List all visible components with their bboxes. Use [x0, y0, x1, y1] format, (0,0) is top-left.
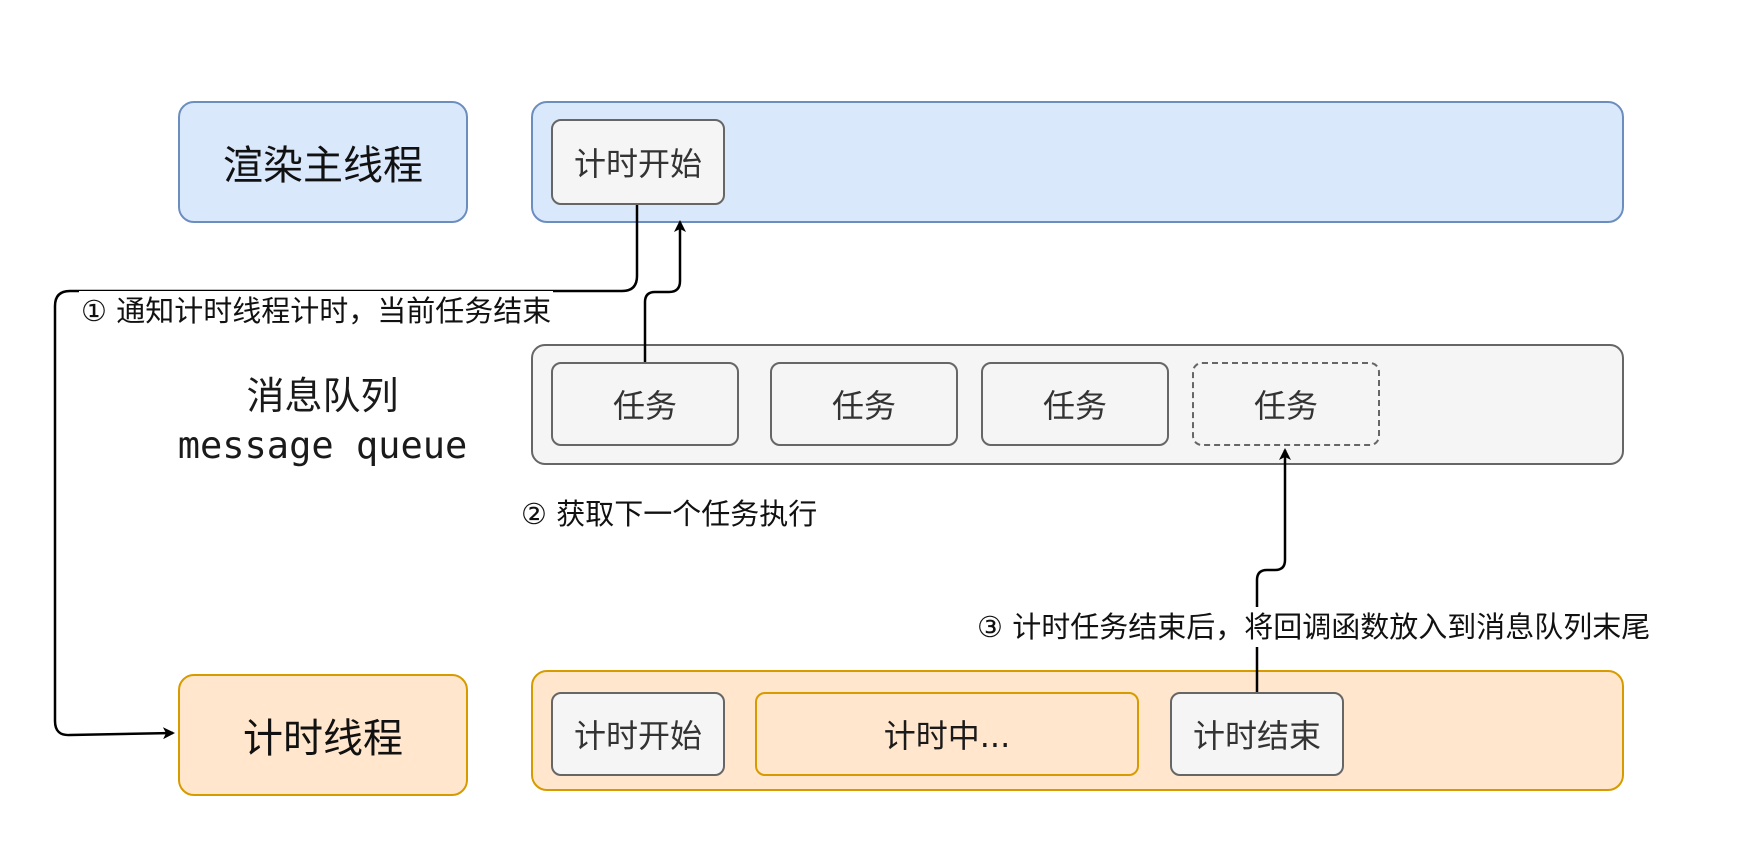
timer-thread-title: 计时线程 [243, 716, 403, 762]
timer-task-running: 计时中... [755, 692, 1139, 776]
message-queue-label: 消息队列 message queue [150, 368, 495, 474]
render-main-thread-label-box: 渲染主线程 [178, 101, 468, 223]
timer-task-label: 计时中... [883, 717, 1011, 755]
message-queue-title-en: message queue [177, 424, 468, 467]
timer-task-start: 计时开始 [551, 692, 725, 776]
render-task-timer-start: 计时开始 [551, 119, 725, 205]
render-main-thread-title: 渲染主线程 [223, 143, 423, 189]
queue-task-2: 任务 [770, 362, 958, 446]
queue-task-label: 任务 [831, 387, 896, 425]
arrow-push-callback-to-queue [1255, 448, 1291, 692]
queue-task-3: 任务 [981, 362, 1169, 446]
queue-task-label: 任务 [612, 387, 677, 425]
timer-task-label: 计时开始 [573, 717, 702, 755]
queue-task-label: 任务 [1253, 387, 1318, 425]
message-queue-title-cn: 消息队列 [246, 374, 399, 418]
arrow-fetch-next-task [643, 220, 686, 362]
edge-label-step3: ③ 计时任务结束后，将回调函数放入到消息队列末尾 [975, 607, 1653, 647]
render-task-label: 计时开始 [573, 145, 702, 183]
timer-thread-label-box: 计时线程 [178, 674, 468, 796]
queue-task-1: 任务 [551, 362, 739, 446]
edge-label-step1: ① 通知计时线程计时，当前任务结束 [79, 291, 554, 331]
timer-task-end: 计时结束 [1170, 692, 1344, 776]
arrow-notify-timer-thread [53, 205, 639, 740]
timer-task-label: 计时结束 [1192, 717, 1321, 755]
queue-task-4-pending: 任务 [1192, 362, 1380, 446]
edge-label-step2: ② 获取下一个任务执行 [519, 494, 820, 534]
queue-task-label: 任务 [1042, 387, 1107, 425]
